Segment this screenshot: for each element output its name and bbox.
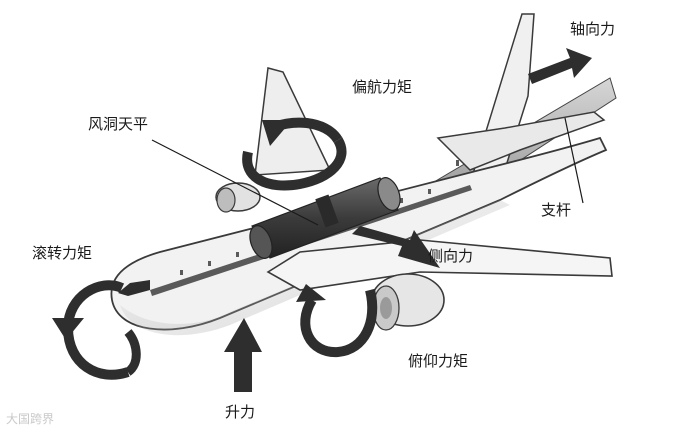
- yaw-moment-label: 偏航力矩: [352, 80, 412, 95]
- left-engine: [216, 183, 260, 212]
- side-force-label: 侧向力: [428, 249, 473, 264]
- watermark: 大国跨界: [6, 413, 54, 425]
- roll-moment-label: 滚转力矩: [32, 246, 92, 261]
- axial-force-label: 轴向力: [570, 22, 615, 37]
- axial-force-arrow: [528, 48, 592, 84]
- wind-tunnel-balance-label: 风洞天平: [88, 117, 148, 132]
- lift-arrow: [224, 318, 262, 392]
- pitch-moment-arrow: [296, 284, 372, 352]
- pitch-moment-label: 俯仰力矩: [408, 354, 468, 369]
- right-engine: [372, 274, 444, 330]
- lift-label: 升力: [225, 405, 255, 420]
- strut-label: 支杆: [541, 203, 571, 218]
